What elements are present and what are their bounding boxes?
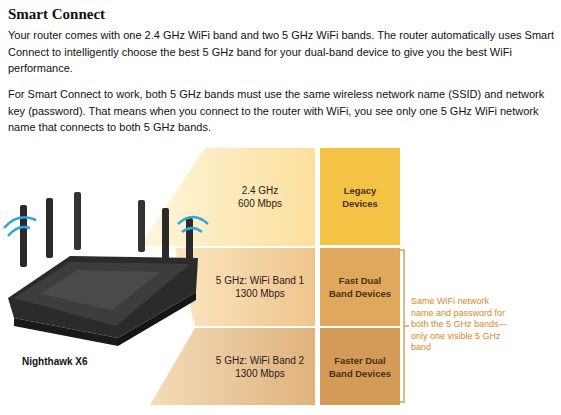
node-text: 600 Mbps <box>238 197 282 210</box>
paragraph: Your router comes with one 2.4 GHz WiFi … <box>8 27 554 77</box>
title: Smart Connect <box>8 6 105 23</box>
device-box: Fast Dual Band Devices <box>320 248 400 326</box>
device-fill <box>320 148 400 245</box>
node-text: Faster Dual Band Devices <box>320 354 400 380</box>
band-fill <box>150 328 315 405</box>
node-text: Legacy Devices <box>320 184 400 210</box>
node-text: 1300 Mbps <box>235 287 284 300</box>
paragraph: For Smart Connect to work, both 5 GHz ba… <box>8 86 554 136</box>
band-label: 5 GHz: WiFi Band 11300 Mbps <box>205 248 315 326</box>
node-text: 2.4 GHz <box>242 184 279 197</box>
device-box: Legacy Devices <box>320 148 400 245</box>
device-fill <box>320 248 400 326</box>
band-label: 5 GHz: WiFi Band 21300 Mbps <box>205 328 315 405</box>
bracket <box>398 250 409 402</box>
model-label: Nighthawk X6 <box>22 356 88 367</box>
device-box: Faster Dual Band Devices <box>320 328 400 405</box>
router-illustration <box>4 192 208 346</box>
band-label: 2.4 GHz600 Mbps <box>205 148 315 245</box>
node-text: 5 GHz: WiFi Band 1 <box>216 274 304 287</box>
bracket-note: Same WiFi network name and password for … <box>411 296 511 354</box>
node-text: Fast Dual Band Devices <box>320 274 400 300</box>
device-fill <box>320 328 400 405</box>
node-text: 1300 Mbps <box>235 367 284 380</box>
node-text: 5 GHz: WiFi Band 2 <box>216 354 304 367</box>
